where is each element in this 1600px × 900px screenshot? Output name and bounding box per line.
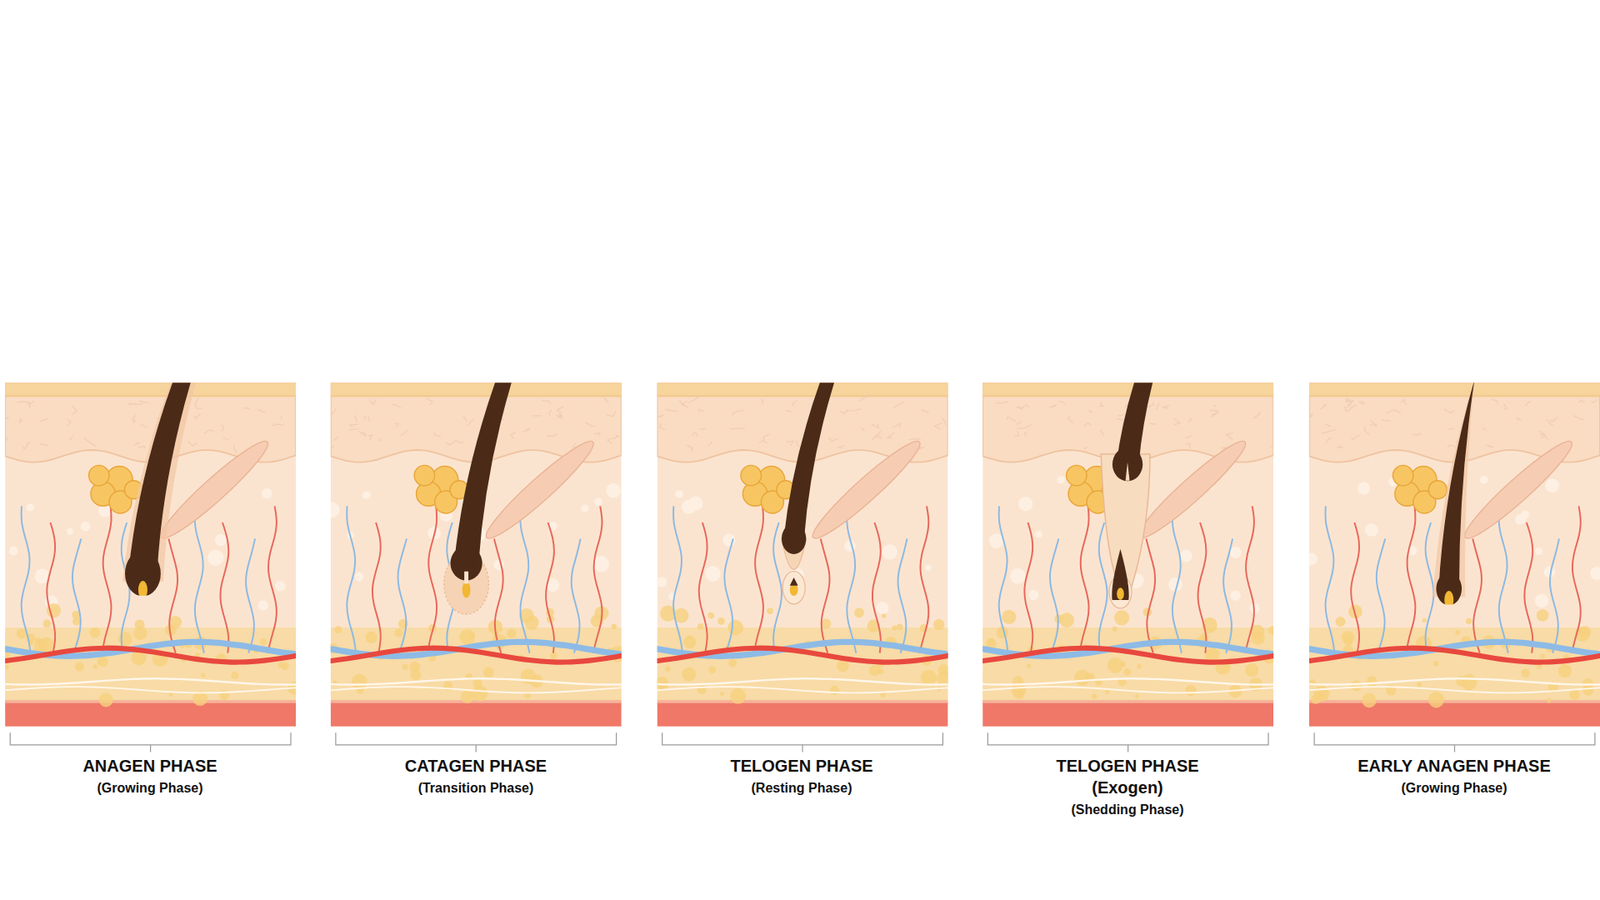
skin-panel bbox=[646, 139, 953, 753]
skin-panel bbox=[0, 166, 301, 753]
phase-subtitle: (Resting Phase) bbox=[751, 780, 853, 796]
phase-subtitle: (Shedding Phase) bbox=[1070, 802, 1184, 818]
phase-bracket bbox=[1314, 732, 1595, 752]
phase-name: TELOGEN PHASE bbox=[1055, 756, 1199, 776]
skin-panel bbox=[972, 139, 1279, 753]
phase-bracket bbox=[662, 732, 944, 752]
phase-bracket bbox=[987, 732, 1269, 752]
phase-subtitle: (Growing Phase) bbox=[96, 780, 203, 796]
phase-name: (Exogen) bbox=[1091, 778, 1164, 798]
phase-bracket bbox=[335, 732, 617, 752]
phase-subtitle: (Growing Phase) bbox=[1400, 780, 1507, 796]
phase-subtitle: (Transition Phase) bbox=[418, 780, 535, 796]
phase-name: CATAGEN PHASE bbox=[405, 756, 547, 776]
phase-name: EARLY ANAGEN PHASE bbox=[1357, 756, 1551, 776]
phase-bracket bbox=[10, 732, 291, 752]
skin-panel bbox=[320, 139, 626, 753]
phase-name: ANAGEN PHASE bbox=[82, 756, 217, 776]
phase-name: TELOGEN PHASE bbox=[730, 756, 873, 776]
skin-panel bbox=[1299, 380, 1600, 753]
